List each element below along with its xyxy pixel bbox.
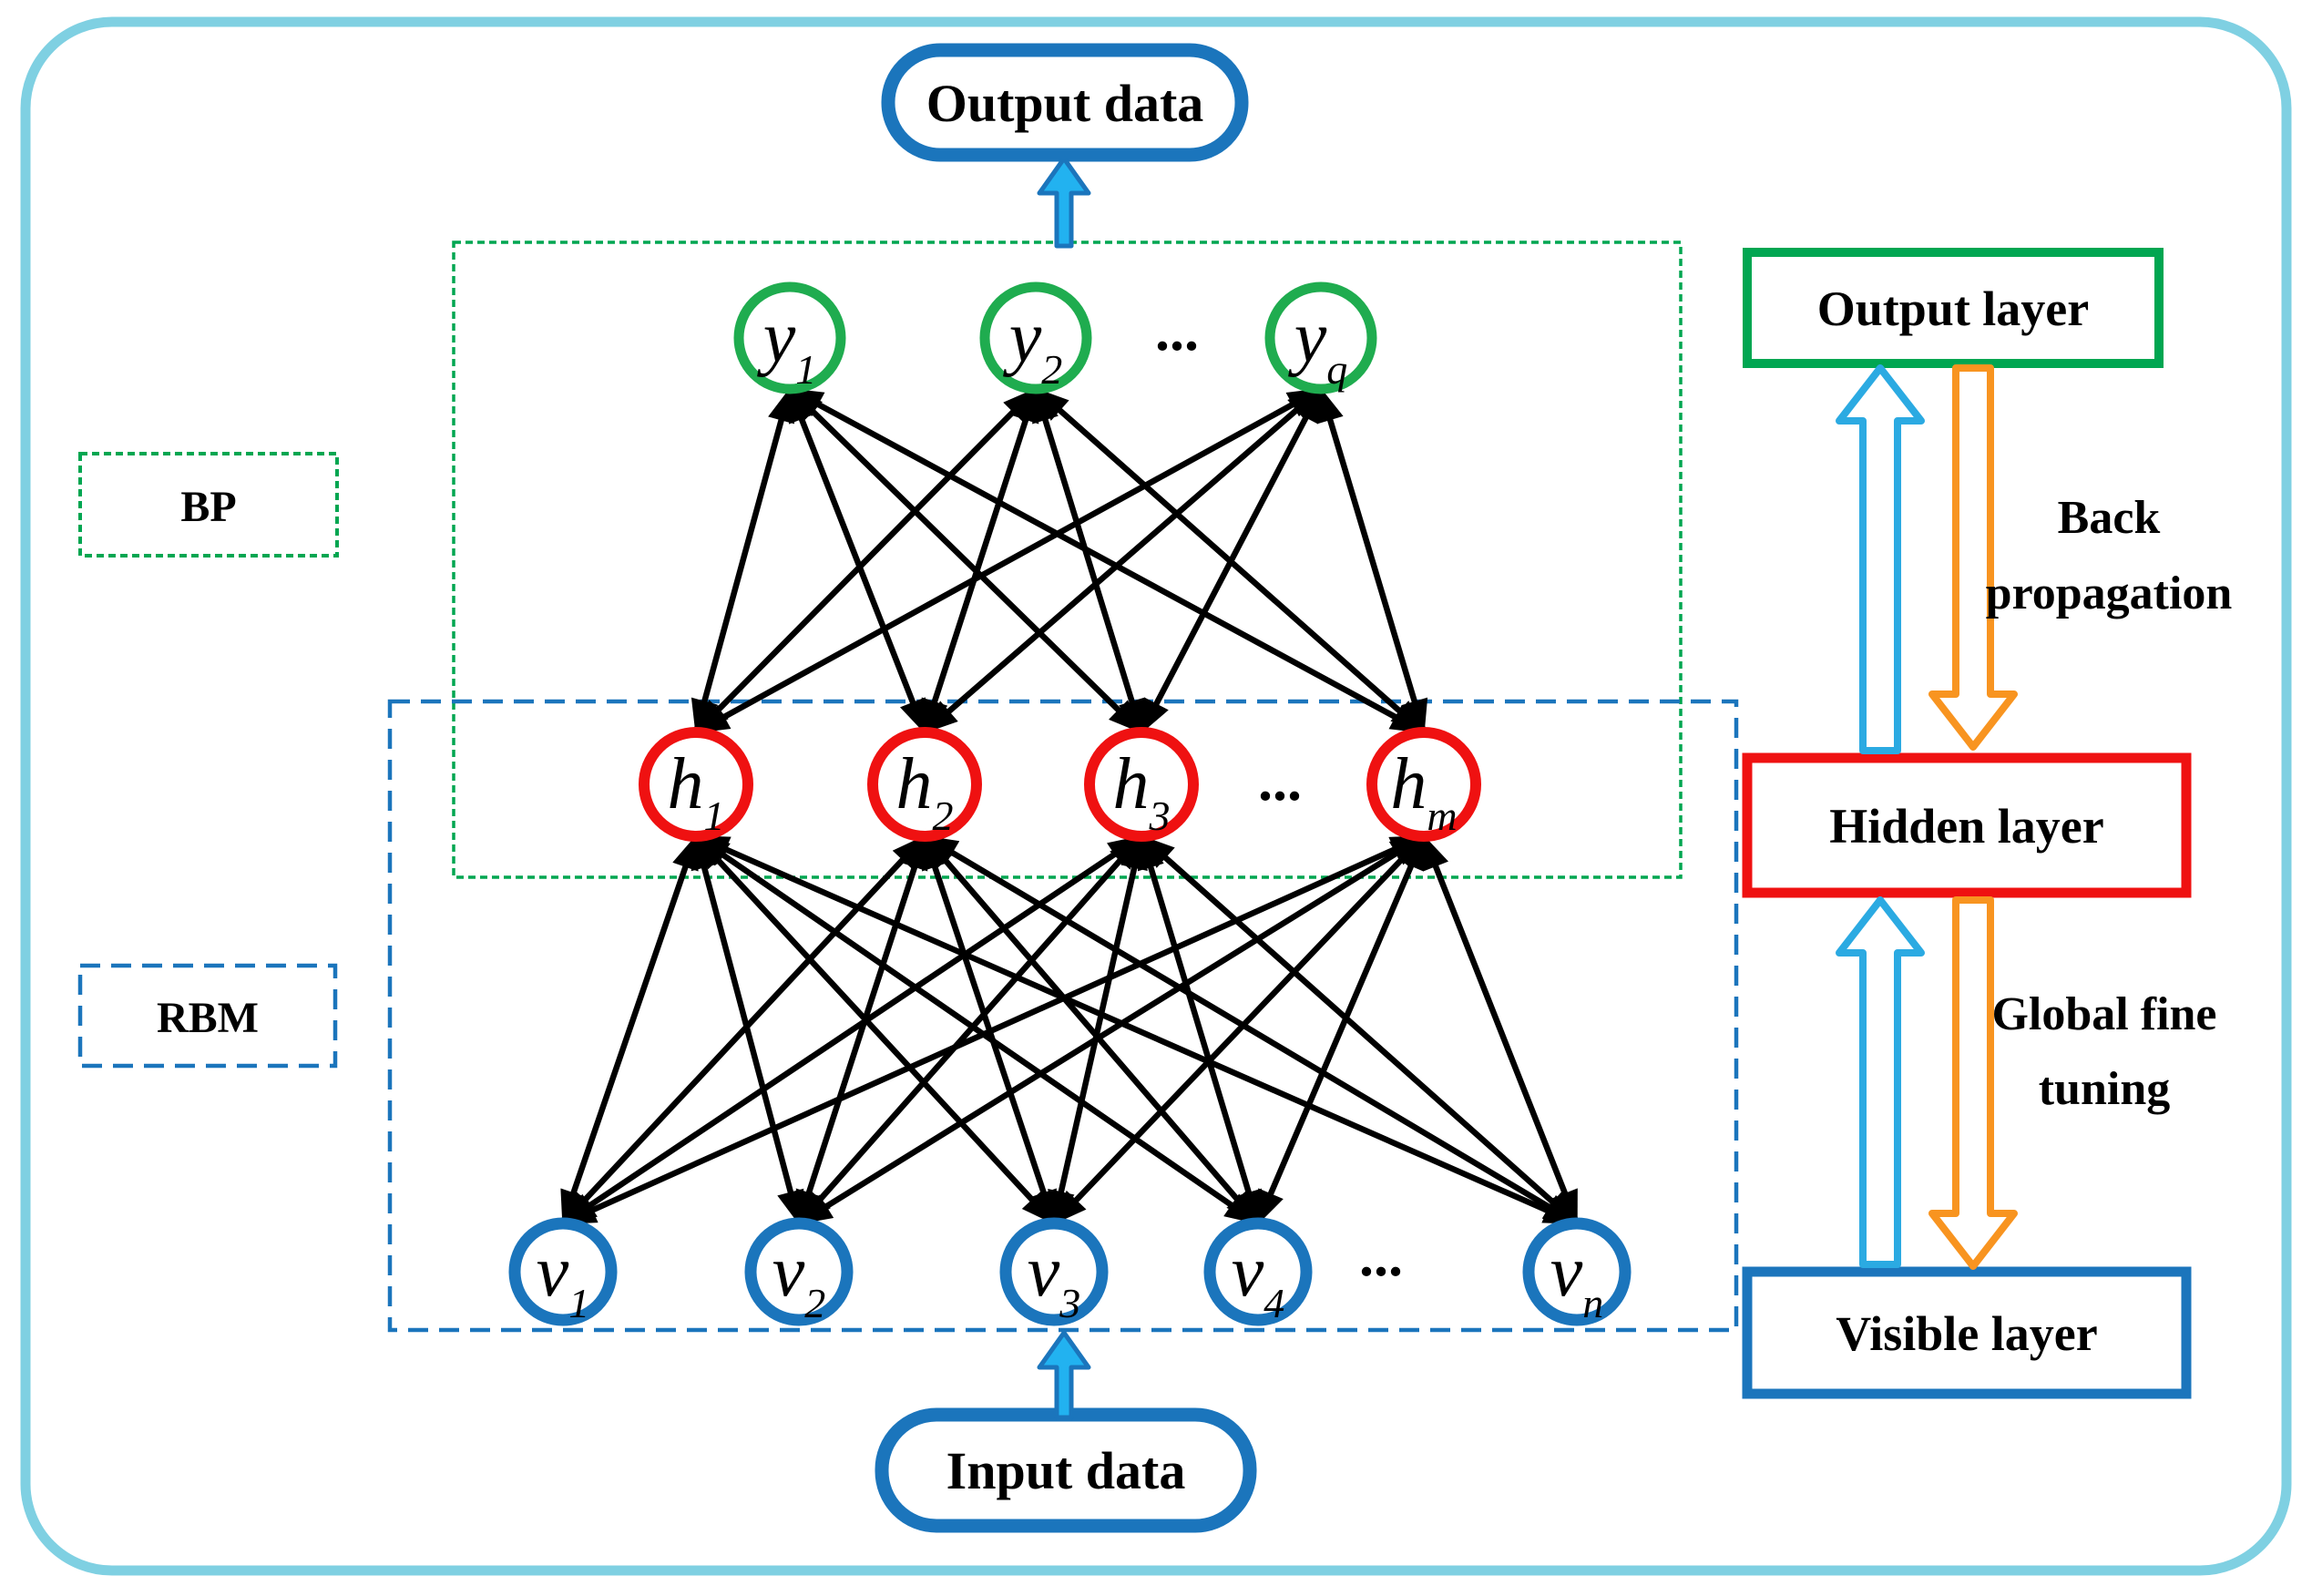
hidden-layer-label: Hidden layer: [1829, 799, 2104, 854]
tuning-down-arrow-icon: [1928, 896, 2018, 1270]
node-label-h3: h3: [1113, 744, 1171, 839]
visible-layer-ellipsis: ...: [1359, 1223, 1403, 1288]
rbm-label-box: [77, 963, 338, 1069]
global-fine-tuning-label-line2: tuning: [2039, 1063, 2171, 1115]
edge-vn-hm: [1420, 834, 1581, 1225]
input-data-label: Input data: [946, 1441, 1186, 1500]
output-layer-box: [1743, 248, 2164, 368]
node-label-vn: vn: [1550, 1232, 1604, 1326]
edge-v1-hm: [561, 834, 1426, 1226]
output-layer-label: Output layer: [1817, 281, 2090, 336]
bp-down-arrow-icon: [1928, 364, 2018, 751]
visible-layer-box: [1742, 1266, 2192, 1399]
back-propagation-label-line1: Back: [2058, 492, 2161, 544]
output-up-arrow-icon: [1037, 156, 1091, 249]
rbm-label: RBM: [157, 994, 259, 1042]
edge-v1-h1: [559, 834, 700, 1225]
outer-frame: [20, 16, 2292, 1576]
node-circle-h3: [1084, 727, 1199, 842]
node-label-v2: v2: [772, 1232, 826, 1326]
node-label-v4: v4: [1232, 1232, 1285, 1326]
edge-h2-y1: [786, 387, 928, 734]
back-propagation-label-line2: propagation: [1986, 568, 2233, 619]
bp-up-arrow-icon: [1836, 364, 1925, 754]
edge-v2-h2: [795, 834, 928, 1225]
node-circle-v1: [508, 1217, 618, 1326]
output-layer-ellipsis: ...: [1155, 298, 1199, 363]
node-label-yq: yq: [1288, 298, 1348, 393]
node-circle-v3: [999, 1217, 1109, 1326]
node-circle-v2: [744, 1217, 854, 1326]
node-circle-hm: [1366, 727, 1481, 842]
edge-v4-hm: [1255, 834, 1427, 1225]
node-circle-v4: [1203, 1217, 1313, 1326]
node-label-y1: y1: [757, 298, 817, 393]
output-data-label: Output data: [926, 74, 1204, 133]
global-fine-tuning-label-line1: Global fine: [1991, 988, 2216, 1040]
node-label-h2: h2: [896, 744, 954, 839]
edge-vn-h2: [923, 834, 1579, 1226]
edge-hm-y1: [788, 386, 1426, 735]
node-circle-h2: [867, 727, 982, 842]
node-circle-y1: [733, 281, 846, 394]
node-circle-h1: [639, 727, 753, 842]
node-circle-vn: [1522, 1217, 1632, 1326]
node-label-v3: v3: [1028, 1232, 1081, 1326]
edge-v1-h2: [560, 834, 927, 1226]
node-circle-yq: [1264, 281, 1377, 394]
edge-v3-h2: [921, 834, 1058, 1225]
hidden-layer-box: [1742, 752, 2192, 898]
node-label-y2: y2: [1003, 298, 1063, 393]
visible-layer-label: Visible layer: [1836, 1306, 2097, 1361]
node-circle-y2: [979, 281, 1092, 394]
node-label-h1: h1: [668, 744, 725, 839]
node-label-hm: hm: [1390, 744, 1457, 839]
bp-label: BP: [180, 483, 236, 531]
hidden-layer-ellipsis: ...: [1258, 748, 1302, 813]
edge-v3-h3: [1048, 834, 1148, 1225]
network-nodes: y1 y2 yq... h1 h2 h3 hm... v1 v2 v3 v4 vn...: [508, 281, 1632, 1326]
network-edges: [559, 386, 1581, 1226]
bp-label-box: [78, 452, 339, 558]
input-up-arrow-icon: [1037, 1330, 1091, 1420]
output-data-box: [881, 43, 1249, 162]
rbm-module-box: [387, 699, 1739, 1333]
tuning-up-arrow-icon: [1836, 896, 1925, 1268]
edge-hm-yq: [1316, 387, 1428, 734]
node-label-v1: v1: [537, 1232, 590, 1326]
